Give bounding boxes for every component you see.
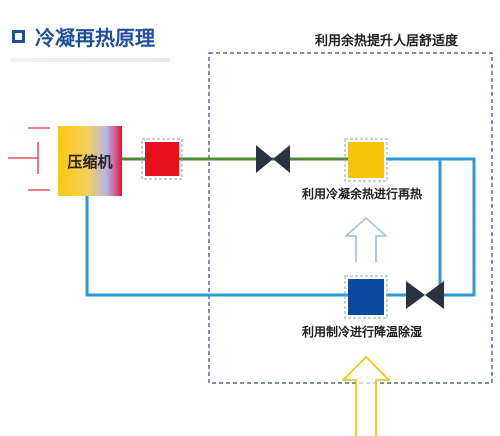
expansion-valve-lower <box>406 281 444 309</box>
input-lines <box>8 127 50 191</box>
cooling-coil-block <box>348 279 384 315</box>
bullet-square-icon <box>12 30 25 43</box>
pipe-liquid-loop <box>386 157 474 297</box>
pipe-valve-to-right <box>440 157 476 297</box>
cool-label: 利用制冷进行降温除湿 <box>302 325 423 339</box>
pipe-return-loop <box>85 196 348 297</box>
red-block-outline <box>141 138 183 180</box>
reheat-label: 利用冷凝余热进行再热 <box>302 187 423 201</box>
comfort-region-box <box>208 52 493 384</box>
page-title-text: 冷凝再热原理 <box>35 26 155 50</box>
air-up-arrow-yellow <box>342 356 390 436</box>
title-underline <box>10 58 170 62</box>
air-up-arrow-light <box>345 217 387 262</box>
expansion-valve-upper <box>256 145 290 173</box>
page-title: 冷凝再热原理 <box>12 22 155 51</box>
region-label: 利用余热提升人居舒适度 <box>315 34 459 49</box>
yellow-block-outline <box>344 138 388 182</box>
blue-block-outline <box>344 275 388 319</box>
red-heat-block <box>145 142 179 176</box>
compressor-block <box>58 126 122 196</box>
reheat-coil-block <box>348 142 384 178</box>
